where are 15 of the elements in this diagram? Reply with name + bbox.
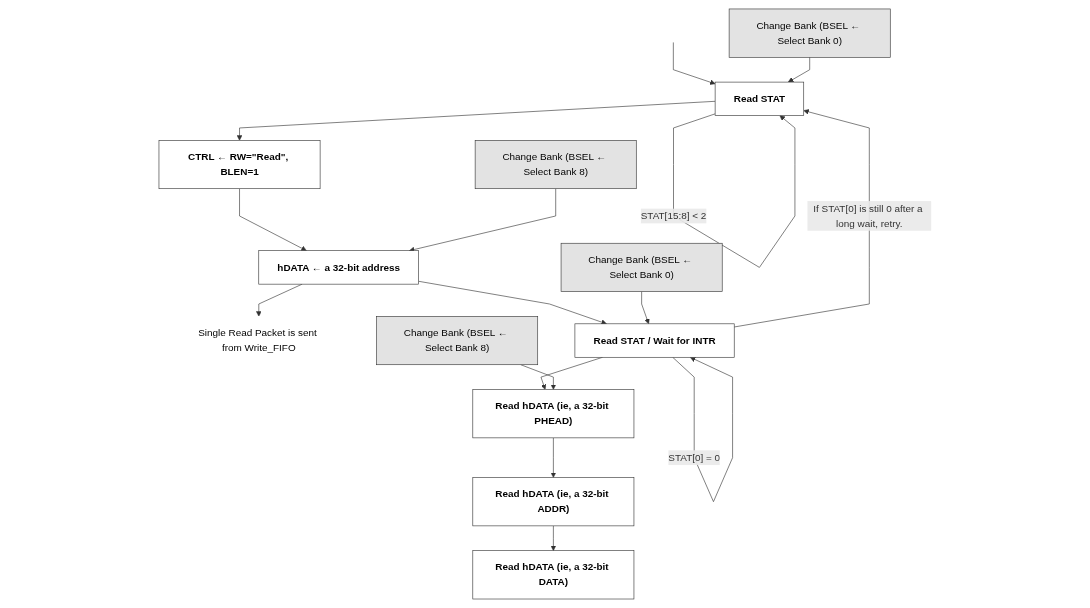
edge-label: STAT[15:8] < 2 [640,210,707,221]
edge-label: If STAT[0] is still 0 after a long wait, retry. [813,202,923,229]
node-box: hDATA ← a 32-bit address [258,250,419,285]
node-box: Read hDATA (ie, a 32-bit ADDR) [472,477,635,527]
node-box: CTRL ← RW="Read", BLEN=1 [158,140,321,190]
node-box: Read hDATA (ie, a 32-bit DATA) [472,550,635,600]
node-box: Change Bank (BSEL ← Select Bank 0) [728,8,891,58]
edge-label: STAT[0] = 0 [668,452,720,463]
node-box: Change Bank (BSEL ← Select Bank 0) [560,242,723,292]
node-box: Read STAT [714,81,804,116]
node-box: Change Bank (BSEL ← Select Bank 8) [474,140,637,190]
node-text: Single Read Packet is sent from Write_FIFO [198,327,317,353]
node-box: Read hDATA (ie, a 32-bit PHEAD) [472,389,635,439]
node-box: Change Bank (BSEL ← Select Bank 8) [376,316,538,366]
node-box: Read STAT / Wait for INTR [574,323,735,358]
